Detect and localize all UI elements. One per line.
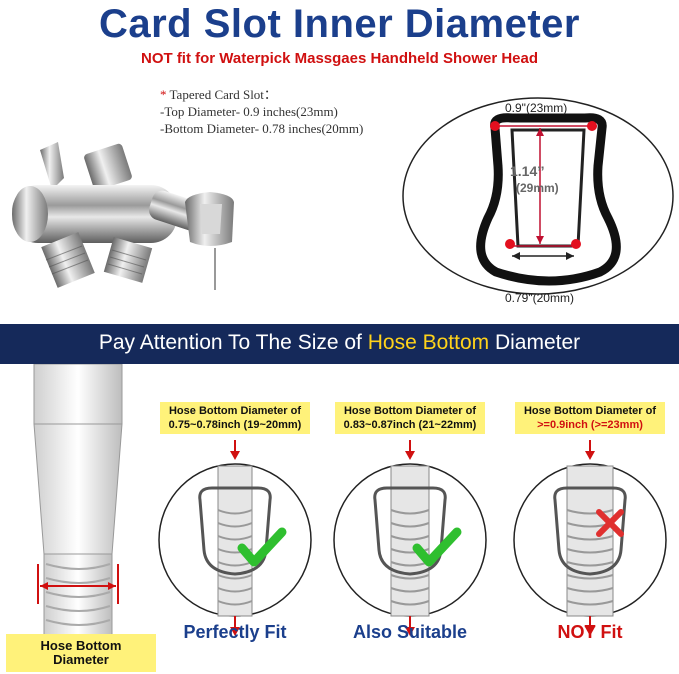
info-banner	[0, 324, 679, 364]
banner-highlight: Hose Bottom	[367, 331, 490, 354]
check-icon	[412, 527, 462, 567]
card-slot-diagram	[402, 97, 674, 295]
case-tag: Hose Bottom Diameter of >=0.9inch (>=23mm…	[515, 402, 665, 434]
hose-label-line-2: Diameter	[53, 652, 109, 667]
hose-label-line-1: Hose Bottom	[40, 638, 122, 653]
case-tag-line-2: 0.75~0.78inch (19~20mm)	[168, 419, 302, 431]
case-tag-line-1: Hose Bottom Diameter of	[523, 405, 657, 417]
case-illustration	[513, 440, 667, 636]
case-tag-line-2: 0.83~0.87inch (21~22mm)	[343, 419, 477, 431]
spec-line-1: Tapered Card Slot：	[166, 87, 277, 102]
page-title: Card Slot Inner Diameter	[98, 2, 580, 46]
height-label-mm: (29mm)	[516, 181, 559, 195]
case-tag-line-2: >=0.9inch (>=23mm)	[537, 419, 643, 431]
banner-prefix: Pay Attention To The Size of	[98, 331, 368, 354]
diverter-product-image	[12, 142, 234, 290]
spec-line-3: -Bottom Diameter- 0.78 inches(20mm)	[160, 121, 364, 136]
spec-line-2: -Top Diameter- 0.9 inches(23mm)	[160, 104, 338, 119]
case-tag: Hose Bottom Diameter of 0.83~0.87inch (21…	[335, 402, 485, 434]
case-illustration	[333, 440, 487, 636]
banner-text: Pay Attention To The Size of Hose Bottom…	[0, 331, 679, 355]
case-verdict: Perfectly Fit	[183, 622, 287, 642]
case-tag: Hose Bottom Diameter of 0.75~0.78inch (19…	[160, 402, 310, 434]
cross-icon	[596, 509, 624, 537]
case-verdict: NOT Fit	[557, 622, 623, 642]
spec-star: *	[160, 87, 167, 102]
check-icon	[237, 527, 287, 567]
hose-bottom-label: Hose Bottom Diameter	[6, 634, 156, 672]
case-illustration	[158, 440, 312, 636]
case-tag-line-1: Hose Bottom Diameter of	[343, 405, 477, 417]
hose-bottom-image	[33, 364, 123, 639]
bottom-width-label: 0.79"(20mm)	[505, 291, 574, 305]
slot-spec: * Tapered Card Slot： -Top Diameter- 0.9 …	[160, 86, 363, 137]
banner-suffix: Diameter	[489, 331, 581, 354]
top-width-label: 0.9"(23mm)	[505, 101, 568, 115]
height-label-in: 1.14’’	[510, 163, 545, 179]
page-subtitle: NOT fit for Waterpick Massgaes Handheld …	[140, 50, 539, 67]
case-verdict: Also Suitable	[352, 622, 468, 642]
case-tag-line-1: Hose Bottom Diameter of	[168, 405, 302, 417]
